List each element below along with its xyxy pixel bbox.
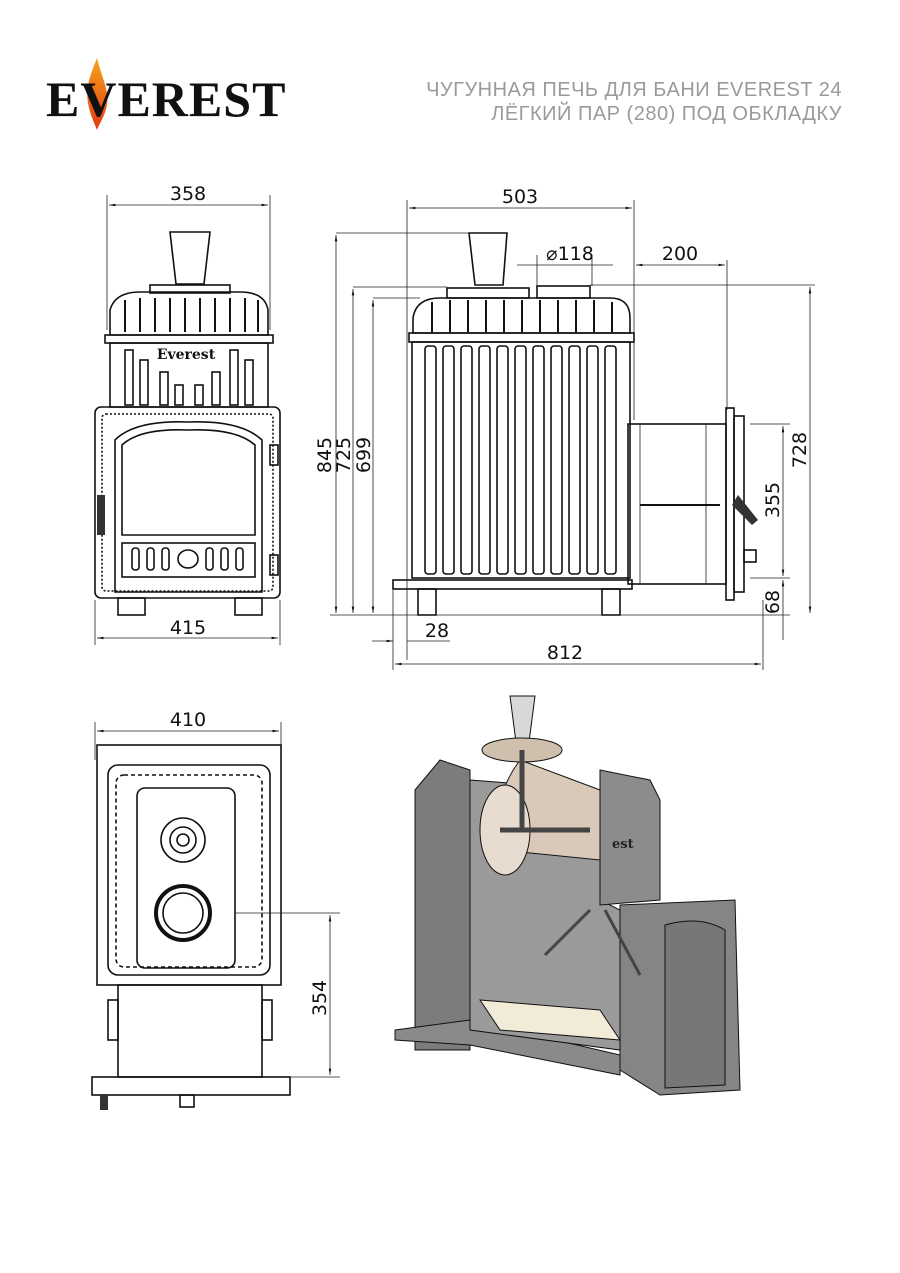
brand-plate-cutaway: est xyxy=(612,837,634,852)
brand-plate-front: Everest xyxy=(157,347,216,363)
dim-front-width-top: 358 xyxy=(170,183,206,205)
dim-height-total: 845 xyxy=(314,437,336,473)
dim-height-tunnel-door: 728 xyxy=(789,432,811,468)
title-line-1: ЧУГУННАЯ ПЕЧЬ ДЛЯ БАНИ EVEREST 24 xyxy=(426,79,842,101)
dim-leg-offset: 28 xyxy=(425,620,449,642)
dim-chimney-diameter: ⌀118 xyxy=(546,243,594,265)
dim-depth: 503 xyxy=(502,186,538,208)
dim-height-body: 699 xyxy=(353,437,375,473)
dim-tunnel-length: 200 xyxy=(662,243,698,265)
dim-top-width: 410 xyxy=(170,709,206,731)
title-line-2: ЛЁГКИЙ ПАР (280) ПОД ОБКЛАДКУ xyxy=(491,103,842,125)
cutaway-view: est xyxy=(394,695,741,1096)
everest-logo: EVEREST xyxy=(46,58,291,130)
dim-length-total: 812 xyxy=(547,642,583,664)
side-view: 503 ⌀118 200 xyxy=(314,186,815,670)
dim-door-height: 355 xyxy=(762,482,784,518)
logo-text: EVEREST xyxy=(46,71,287,127)
page-title: ЧУГУННАЯ ПЕЧЬ ДЛЯ БАНИ EVEREST 24 ЛЁГКИЙ… xyxy=(426,78,842,126)
dim-door-offset: 68 xyxy=(762,590,784,614)
top-view: 410 354 xyxy=(91,709,340,1110)
front-view: 358 Everest 415 xyxy=(94,183,281,645)
dim-height-top: 725 xyxy=(333,437,355,473)
dim-front-width-bottom: 415 xyxy=(170,617,206,639)
flame-icon xyxy=(87,58,108,130)
dim-tunnel-offset: 354 xyxy=(309,980,331,1016)
